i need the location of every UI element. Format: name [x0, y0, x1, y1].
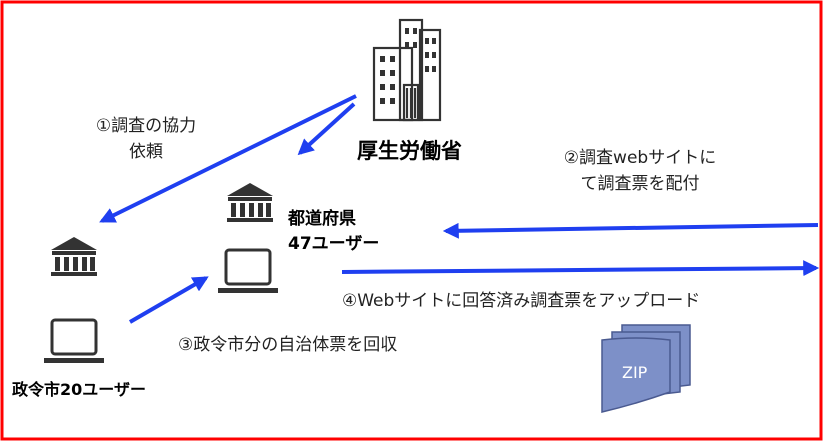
step2-line1: ②調査webサイトに — [563, 148, 717, 168]
arrow-city-to-prefecture — [128, 276, 209, 324]
step1-line1: ①調査の協力 — [95, 116, 197, 136]
arrow-ministry-to-prefecture — [297, 102, 356, 156]
prefecture-name: 都道府県 — [288, 209, 356, 229]
arrow-website-to-prefecture — [442, 222, 819, 239]
laptop-icon — [218, 248, 278, 293]
arrow-prefecture-to-website — [341, 260, 820, 277]
step1-line2: 依頼 — [129, 142, 163, 162]
laptop-icon — [44, 318, 104, 363]
city-label: 政令市20ユーザー — [12, 380, 146, 399]
zip-label: ZIP — [622, 363, 648, 382]
zip-file-stack-icon — [601, 324, 691, 413]
step2-label: ②調査webサイトに て調査票を配付 — [535, 145, 745, 197]
ministry-label: 厚生労働省 — [357, 139, 462, 163]
prefecture-users: 47ユーザー — [288, 234, 380, 254]
step3-label: ③政令市分の自治体票を回収 — [178, 335, 398, 355]
step2-line2: て調査票を配付 — [580, 174, 700, 194]
office-building-icon — [372, 18, 442, 122]
arrow-ministry-to-city — [99, 94, 357, 223]
government-building-icon — [227, 183, 273, 222]
step4-label: ④Webサイトに回答済み調査票をアップロード — [342, 291, 701, 311]
government-building-icon — [51, 237, 97, 276]
step1-label: ①調査の協力 依頼 — [56, 113, 236, 165]
